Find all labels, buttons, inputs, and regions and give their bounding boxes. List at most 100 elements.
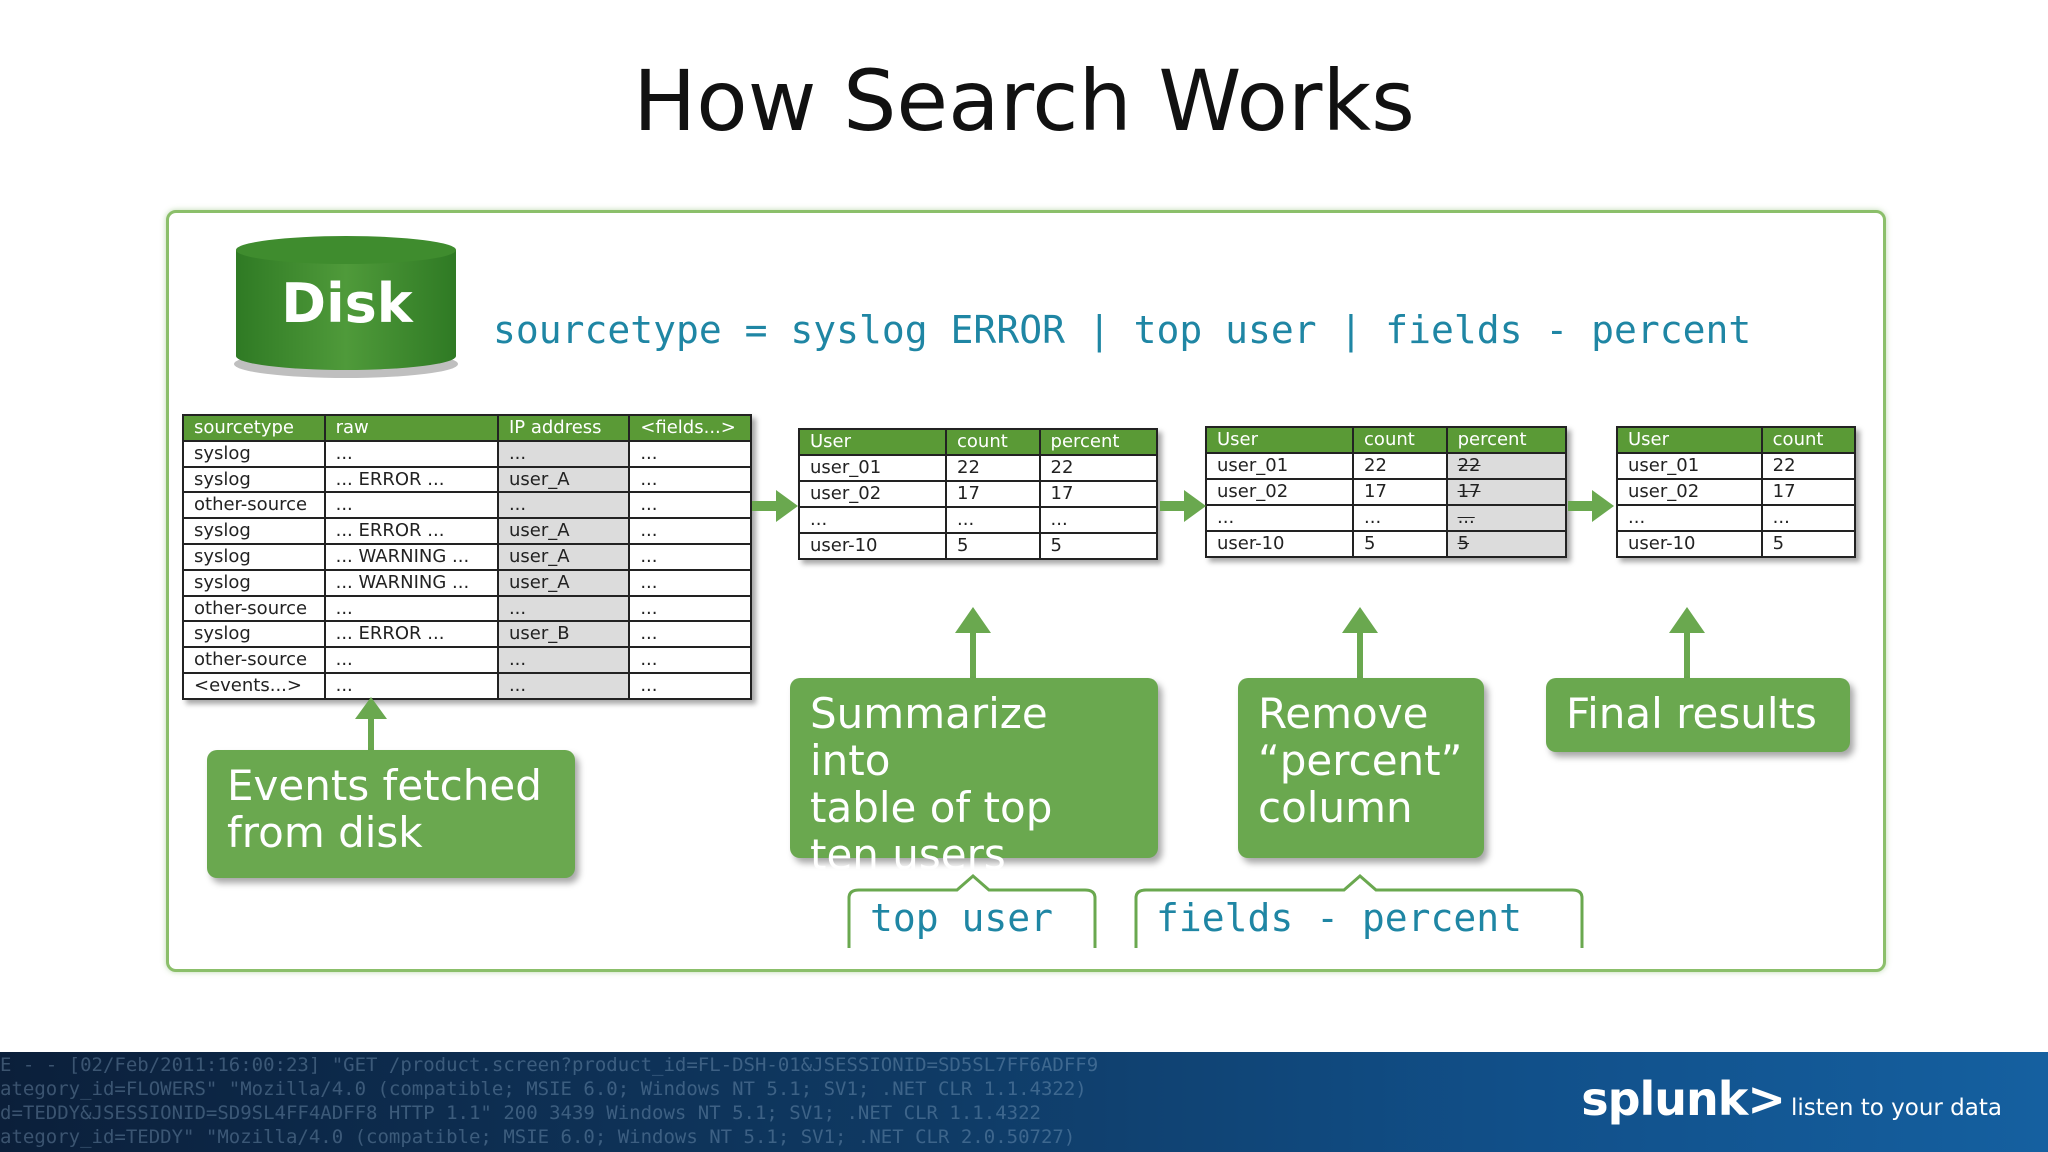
right-arrow-icon bbox=[1568, 490, 1614, 522]
top-user-bracket bbox=[847, 874, 1097, 948]
log-line: E - - [02/Feb/2011:16:00:23] "GET /produ… bbox=[0, 1054, 1099, 1076]
table-cell: ... bbox=[323, 491, 499, 520]
table-cell: ... ERROR ... bbox=[323, 517, 499, 545]
right-arrow-icon bbox=[1160, 490, 1206, 522]
table-cell: user-10 bbox=[1204, 530, 1355, 558]
table-cell: ... bbox=[1204, 504, 1355, 532]
final-results-box: Final results bbox=[1546, 678, 1850, 752]
table-cell: ... bbox=[628, 542, 752, 571]
column-header: User bbox=[1204, 426, 1355, 454]
table-cell: ... bbox=[496, 646, 631, 674]
table-cell: 5 bbox=[1352, 530, 1448, 558]
table-cell: user_01 bbox=[1616, 452, 1763, 480]
table-cell: ... WARNING ... bbox=[323, 568, 499, 597]
table-row: other-source......... bbox=[182, 594, 752, 623]
table-cell: 5 bbox=[1038, 532, 1159, 560]
box-line: “percent” bbox=[1258, 736, 1463, 785]
table-cell: user_02 bbox=[1204, 478, 1355, 506]
table-cell: ... bbox=[628, 491, 752, 520]
table-cell: ... bbox=[628, 671, 752, 700]
table-cell: user_A bbox=[496, 517, 631, 545]
box-line: ten users bbox=[810, 830, 1006, 879]
column-header: User bbox=[1616, 426, 1763, 454]
table-row: syslog... WARNING ...user_A... bbox=[182, 542, 752, 571]
column-header: percent bbox=[1038, 428, 1159, 456]
summarize-box: Summarize into table of top ten users bbox=[790, 678, 1158, 878]
struck-value: 5 bbox=[1457, 533, 1470, 554]
table-cell: user-10 bbox=[1616, 530, 1763, 558]
brand-name: splunk> bbox=[1581, 1072, 1786, 1126]
up-arrow-icon bbox=[955, 607, 991, 679]
table-cell: 5 bbox=[945, 532, 1041, 560]
events-fetched-box: Events fetched from disk bbox=[207, 750, 575, 878]
table-cell: 17 bbox=[1445, 478, 1568, 506]
table-row: other-source......... bbox=[182, 491, 752, 520]
box-line: table of top bbox=[810, 783, 1053, 832]
column-header: count bbox=[945, 428, 1041, 456]
table-cell: 5 bbox=[1760, 530, 1857, 558]
table-cell: 17 bbox=[1760, 478, 1857, 506]
fields-percent-bracket bbox=[1134, 874, 1584, 948]
table-cell: 22 bbox=[1445, 452, 1568, 480]
table-cell: ... ERROR ... bbox=[323, 620, 499, 649]
table-row: syslog... ERROR ...user_A... bbox=[182, 517, 752, 545]
table-cell: ... bbox=[323, 439, 499, 468]
table-cell: ... bbox=[1352, 504, 1448, 532]
up-arrow-icon bbox=[1342, 607, 1378, 679]
brand-tagline: listen to your data bbox=[1790, 1095, 2002, 1121]
table-cell: 22 bbox=[1760, 452, 1857, 480]
up-arrow-icon bbox=[355, 697, 387, 751]
struck-value: ... bbox=[1457, 507, 1475, 528]
table-cell: ... bbox=[628, 465, 752, 494]
table-cell: ... bbox=[496, 594, 631, 623]
column-header: count bbox=[1760, 426, 1857, 454]
table-cell: <events...> bbox=[182, 671, 326, 700]
struck-value: 17 bbox=[1457, 481, 1481, 502]
table-cell: ... bbox=[1038, 506, 1159, 534]
table-cell: ... bbox=[628, 439, 752, 468]
table-cell: ... bbox=[496, 671, 631, 700]
table-cell: ... bbox=[797, 506, 948, 534]
column-header: raw bbox=[323, 414, 499, 442]
table-cell: user_02 bbox=[1616, 478, 1763, 506]
table-cell: syslog bbox=[182, 568, 326, 597]
table-cell: ... bbox=[496, 491, 631, 520]
table-cell: ... bbox=[628, 517, 752, 545]
column-header: sourcetype bbox=[182, 414, 326, 442]
table-row: syslog... ERROR ...user_B... bbox=[182, 620, 752, 649]
table-cell: ... bbox=[628, 568, 752, 597]
table-row: syslog... ERROR ...user_A... bbox=[182, 465, 752, 494]
table-cell: ... WARNING ... bbox=[323, 542, 499, 571]
remove-column-box: Remove “percent” column bbox=[1238, 678, 1484, 858]
table-cell: 17 bbox=[945, 480, 1041, 508]
splunk-logo: splunk>listen to your data bbox=[1581, 1072, 2002, 1126]
top-user-command: top user bbox=[870, 896, 1054, 940]
table-cell: ... bbox=[628, 620, 752, 649]
table-cell: ... bbox=[945, 506, 1041, 534]
table-row: syslog... WARNING ...user_A... bbox=[182, 568, 752, 597]
table-cell: syslog bbox=[182, 620, 326, 649]
box-line: Events fetched bbox=[227, 761, 542, 810]
table-cell: ... bbox=[1445, 504, 1568, 532]
table-cell: syslog bbox=[182, 439, 326, 468]
table-cell: ... bbox=[628, 594, 752, 623]
table-row: ...... bbox=[1616, 504, 1857, 532]
table-cell: 22 bbox=[1038, 454, 1159, 482]
column-header: percent bbox=[1445, 426, 1568, 454]
table-cell: user_01 bbox=[797, 454, 948, 482]
table-cell: 17 bbox=[1352, 478, 1448, 506]
table-cell: user_02 bbox=[797, 480, 948, 508]
